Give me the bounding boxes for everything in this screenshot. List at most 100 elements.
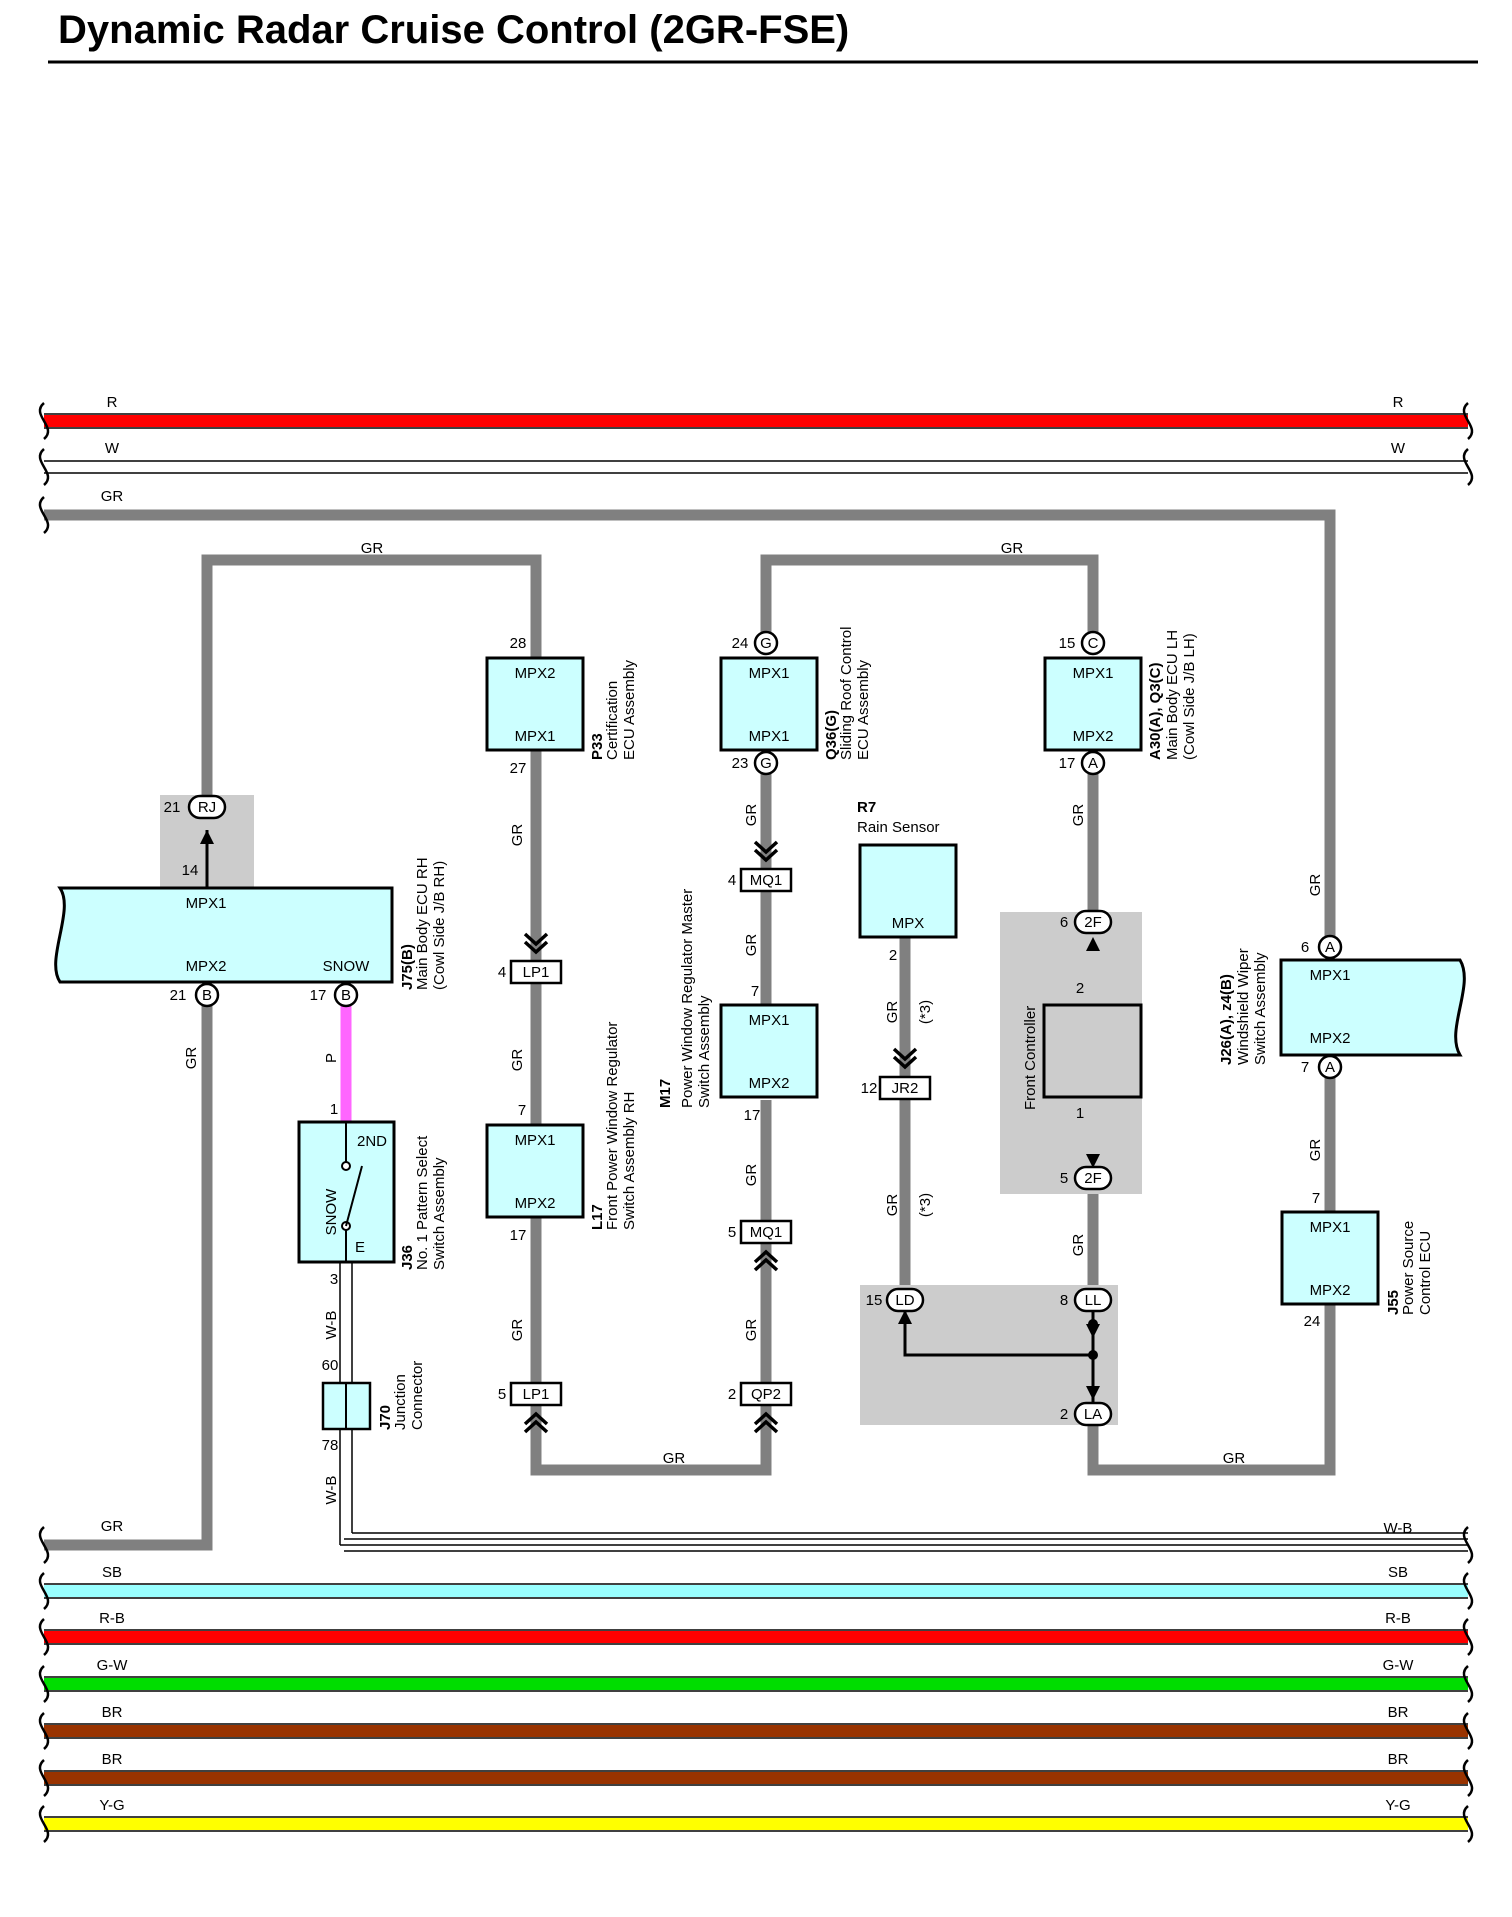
box-j55 bbox=[1280, 1210, 1380, 1306]
wire-gr-q36-a30 bbox=[760, 554, 1099, 643]
j75-term-mpx1: MPX1 bbox=[186, 895, 227, 912]
j55-code: J55 bbox=[1385, 1290, 1402, 1315]
bus-wb-break-right bbox=[1462, 1526, 1474, 1564]
wire-label-wb: W-B bbox=[323, 1476, 340, 1505]
bus-gw-label-right: G-W bbox=[1383, 1657, 1415, 1674]
a30-pin-top: 15 bbox=[1059, 635, 1076, 652]
bus-r-break-right bbox=[1462, 402, 1474, 440]
j70-desc1: Junction bbox=[392, 1374, 409, 1430]
m17-desc1: Power Window Regulator Master bbox=[679, 889, 696, 1108]
q36-desc1: Sliding Roof Control bbox=[838, 627, 855, 760]
j36-pin-top: 1 bbox=[330, 1101, 338, 1118]
q36-pin-top: 24 bbox=[732, 635, 749, 652]
wire-gr-front-j55 bbox=[1087, 1098, 1336, 1476]
pin-mq1-5: 5 bbox=[728, 1224, 736, 1241]
chev-lp1-bottom bbox=[523, 1419, 549, 1434]
conn-lp1-top bbox=[509, 959, 563, 985]
conn-jr2 bbox=[878, 1075, 932, 1101]
m17-pin-bottom: 17 bbox=[744, 1107, 761, 1124]
conn-a30-top bbox=[1080, 630, 1106, 656]
j26-term-mpx1: MPX1 bbox=[1310, 967, 1351, 984]
front-pin-bottom: 1 bbox=[1076, 1105, 1084, 1122]
wire-label-gr: GR bbox=[1223, 1450, 1246, 1467]
j55-desc2: Control ECU bbox=[1417, 1231, 1434, 1315]
a30-desc1: Main Body ECU LH bbox=[1164, 630, 1181, 760]
conn-ll bbox=[1073, 1287, 1113, 1313]
wire-label-gr: GR bbox=[884, 1194, 901, 1217]
pin-j75-21: 21 bbox=[170, 987, 187, 1004]
wire-label-gr: GR bbox=[1001, 540, 1024, 557]
pin-qp2-2: 2 bbox=[728, 1386, 736, 1403]
pin-mq1-4: 4 bbox=[728, 872, 736, 889]
bus-gr-bottom-break bbox=[38, 1526, 50, 1564]
wire-label-gr: GR bbox=[663, 1450, 686, 1467]
wire-label-gr: GR bbox=[743, 934, 760, 957]
j26-desc2: Switch Assembly bbox=[1252, 952, 1269, 1065]
conn-j26-bottom bbox=[1317, 1054, 1343, 1080]
r7-code: R7 bbox=[857, 799, 876, 816]
wire-label-gr: GR bbox=[1307, 874, 1324, 897]
l17-pin-top: 7 bbox=[518, 1102, 526, 1119]
j55-pin-top: 7 bbox=[1312, 1190, 1320, 1207]
box-r7 bbox=[858, 843, 958, 939]
l17-pin-bottom: 17 bbox=[510, 1227, 527, 1244]
l17-desc1: Front Power Window Regulator bbox=[604, 1022, 621, 1230]
box-j75 bbox=[54, 886, 394, 984]
box-p33 bbox=[485, 656, 585, 752]
arrow-2f-top bbox=[1086, 937, 1100, 951]
conn-q36-bottom bbox=[753, 750, 779, 776]
j70-pin-bottom: 78 bbox=[322, 1437, 339, 1454]
component-layer bbox=[54, 630, 1466, 1434]
m17-desc2: Switch Assembly bbox=[696, 995, 713, 1108]
wire-gr-j75-p33 bbox=[201, 554, 542, 800]
l17-desc2: Switch Assembly RH bbox=[621, 1092, 638, 1230]
conn-la bbox=[1073, 1401, 1113, 1427]
box-m17 bbox=[719, 1003, 819, 1099]
wire-label-p: P bbox=[323, 1053, 340, 1063]
m17-term-mpx2: MPX2 bbox=[749, 1075, 790, 1092]
conn-j75-b1-label: B bbox=[202, 987, 212, 1004]
bus-gw-break-left bbox=[38, 1665, 50, 1703]
bus-br2-break-right bbox=[1462, 1759, 1474, 1797]
conn-mq1-top bbox=[739, 867, 793, 893]
conn-j75-b1 bbox=[194, 982, 220, 1008]
conn-2f-bottom bbox=[1073, 1165, 1113, 1191]
l17-term-mpx2: MPX2 bbox=[515, 1195, 556, 1212]
a30-term-mpx2: MPX2 bbox=[1073, 728, 1114, 745]
conn-lp1-bottom bbox=[509, 1381, 563, 1407]
bus-gr-label: GR bbox=[101, 488, 124, 505]
bus-br2-break-left bbox=[38, 1759, 50, 1797]
conn-j75-b2-label: B bbox=[341, 987, 351, 1004]
arrow-2f-bottom bbox=[1086, 1154, 1100, 1168]
wire-label-gr: GR bbox=[1070, 1234, 1087, 1257]
pin-2f-6: 6 bbox=[1060, 914, 1068, 931]
bus-sb-break-right bbox=[1462, 1572, 1474, 1610]
bus-br1-label-right: BR bbox=[1388, 1704, 1409, 1721]
wire-label-star3: (*3) bbox=[917, 1000, 934, 1024]
wire-ld-junction bbox=[903, 1310, 1093, 1357]
bus-sb-label-right: SB bbox=[1388, 1564, 1408, 1581]
j55-desc1: Power Source bbox=[1400, 1221, 1417, 1315]
box-l17 bbox=[485, 1123, 585, 1219]
bus-yg-break-right bbox=[1462, 1805, 1474, 1843]
bus-yg-label-left: Y-G bbox=[99, 1797, 124, 1814]
bus-br1-label-left: BR bbox=[102, 1704, 123, 1721]
j75-term-mpx2: MPX2 bbox=[186, 958, 227, 975]
chev-jr2 bbox=[892, 1047, 918, 1062]
conn-a30-bottom bbox=[1080, 750, 1106, 776]
conn-j26-top-label: A bbox=[1325, 939, 1335, 956]
p33-desc2: ECU Assembly bbox=[621, 659, 638, 760]
r7-desc1: Rain Sensor bbox=[857, 819, 940, 836]
conn-j26-top bbox=[1317, 934, 1343, 960]
a30-term-mpx1: MPX1 bbox=[1073, 665, 1114, 682]
arrow-la bbox=[1086, 1386, 1100, 1400]
bus-yg-break-left bbox=[38, 1805, 50, 1843]
arrow-ll bbox=[1086, 1324, 1100, 1338]
conn-mq1-bottom bbox=[739, 1219, 793, 1245]
j70-pin-top: 60 bbox=[322, 1357, 339, 1374]
bus-rb-label-left: R-B bbox=[99, 1610, 125, 1627]
bus-br2-label-left: BR bbox=[102, 1751, 123, 1768]
j75-desc2: (Cowl Side J/B RH) bbox=[431, 861, 448, 990]
conn-mq1-bottom-label: MQ1 bbox=[750, 1224, 783, 1241]
